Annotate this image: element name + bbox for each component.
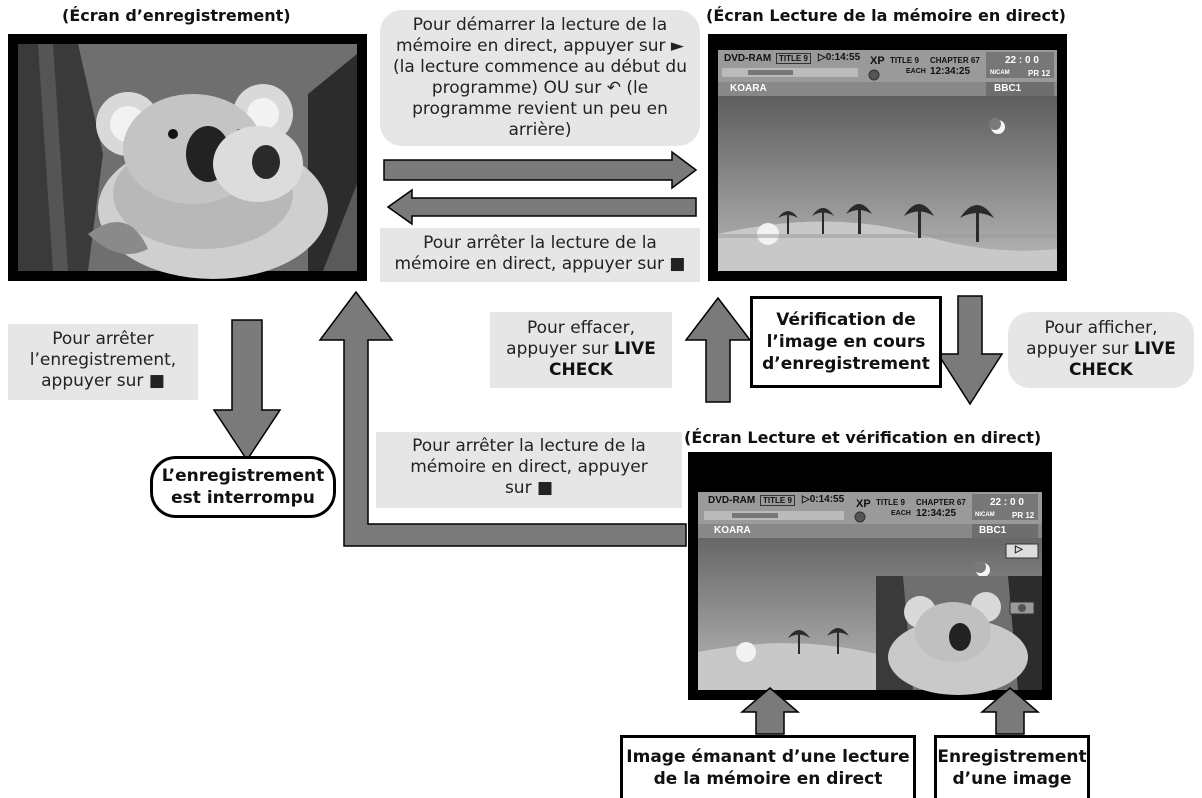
note-text: appuyer sur [1026, 339, 1134, 359]
osd-clock: 12:34:25 [930, 66, 971, 77]
note-line: Pour afficher, [1044, 318, 1158, 338]
note-line: mémoire en direct, appuyer sur ■ [394, 254, 686, 274]
note-line: mémoire en direct, appuyer [410, 457, 648, 477]
live-memory-screen: DVD-RAM TITLE 9 ▷0:14:55 XP TITLE 9 CHAP… [708, 34, 1067, 281]
osd-mode: XP [856, 498, 871, 510]
note-line: Pour arrêter [52, 329, 154, 349]
note-line: CHECK [1008, 360, 1194, 381]
osd-disc: DVD-RAM [724, 53, 772, 64]
note-stop-playback-top: Pour arrêter la lecture de la mémoire en… [380, 228, 700, 282]
osd-time: ▷0:14:55 [802, 494, 845, 505]
box-line: est interrompu [171, 488, 315, 508]
recording-interrupted-box: L’enregistrement est interrompu [150, 456, 336, 518]
osd-title-left: TITLE 9 [760, 495, 795, 506]
box-line: L’enregistrement [161, 466, 325, 486]
osd-title-right: TITLE 9 [876, 498, 905, 507]
recorded-image-box: Enregistrement d’une image [934, 735, 1090, 798]
note-line: Pour démarrer la lecture de la [412, 15, 668, 35]
arrow-left-stop [386, 188, 697, 226]
note-line: Pour arrêter la lecture de la [423, 233, 657, 253]
osd-clock: 12:34:25 [916, 508, 957, 519]
osd-mode: XP [870, 55, 885, 67]
note-line: programme revient un peu en [412, 99, 668, 119]
note-key: CHECK [1069, 360, 1133, 380]
osd-title-right: TITLE 9 [890, 56, 919, 65]
box-line: Image émanant d’une lecture [626, 747, 910, 767]
osd-each: EACH [891, 510, 911, 517]
verification-box: Vérification de l’image en cours d’enreg… [750, 296, 942, 388]
osd-pr: PR 12 [1012, 511, 1035, 520]
arrow-up-clear [684, 296, 752, 403]
arrow-down-stop-recording [212, 319, 282, 462]
osd-channel: BBC1 [994, 83, 1022, 94]
osd-each: EACH [906, 68, 926, 75]
osd-chapter: CHAPTER 67 [930, 56, 980, 65]
note-line: appuyer sur ■ [41, 371, 165, 391]
box-line: d’une image [952, 769, 1072, 789]
note-text: appuyer sur [506, 339, 614, 359]
box-line: Enregistrement [937, 747, 1087, 767]
osd-nicam: NICAM [990, 70, 1010, 76]
note-line: CHECK [490, 360, 672, 381]
osd-time: ▷0:14:55 [818, 52, 861, 63]
note-key: LIVE [613, 339, 656, 359]
recording-screen [8, 34, 367, 281]
note-stop-playback-bottom: Pour arrêter la lecture de la mémoire en… [376, 432, 682, 508]
osd-program: KOARA [730, 83, 767, 94]
arrow-down-show [936, 295, 1004, 406]
play-icon: ▷ [1015, 544, 1023, 555]
note-clear-live-check: Pour effacer, appuyer sur LIVE CHECK [490, 312, 672, 388]
live-check-screen-title: (Écran Lecture et vérification en direct… [684, 428, 1042, 447]
note-line: Pour effacer, [526, 318, 635, 338]
note-line: l’enregistrement, [29, 350, 177, 370]
live-memory-screen-title: (Écran Lecture de la mémoire en direct) [706, 6, 1066, 25]
live-image-box: Image émanant d’une lecture de la mémoir… [620, 735, 916, 798]
osd-hour: 22 : 0 0 [1005, 55, 1039, 66]
osd-hour: 22 : 0 0 [990, 497, 1024, 508]
note-line: (la lecture commence au début du [393, 57, 687, 77]
note-line: sur ■ [504, 478, 554, 498]
note-line: programme) OU sur ↶ (le [431, 78, 649, 98]
note-line: Pour arrêter la lecture de la [412, 436, 646, 456]
osd-nicam: NICAM [975, 512, 995, 518]
note-show-live-check: Pour afficher, appuyer sur LIVE CHECK [1008, 312, 1194, 388]
note-start-playback: Pour démarrer la lecture de la mémoire e… [380, 10, 700, 146]
box-line: de la mémoire en direct [653, 769, 883, 789]
osd-chapter: CHAPTER 67 [916, 498, 966, 507]
osd-channel: BBC1 [979, 525, 1007, 536]
osd-pr: PR 12 [1028, 69, 1051, 78]
osd-disc: DVD-RAM [708, 495, 756, 506]
box-line: l’image en cours [766, 332, 926, 352]
note-stop-recording: Pour arrêter l’enregistrement, appuyer s… [8, 324, 198, 400]
koala-photo [18, 44, 357, 279]
note-key: CHECK [549, 360, 613, 380]
box-line: Vérification de [776, 310, 916, 330]
note-line: mémoire en direct, appuyer sur ► [395, 36, 684, 56]
note-line: appuyer sur LIVE [490, 339, 672, 360]
arrow-right-start [383, 150, 698, 190]
osd-program: KOARA [714, 525, 751, 536]
osd-title-left: TITLE 9 [776, 53, 811, 64]
recording-screen-title: (Écran d’enregistrement) [62, 6, 291, 25]
note-line: arrière) [508, 120, 572, 140]
box-line: d’enregistrement [762, 354, 930, 374]
note-line: appuyer sur LIVE [1008, 339, 1194, 360]
live-check-screen: DVD-RAM TITLE 9 ▷0:14:55 XP TITLE 9 CHAP… [688, 452, 1052, 700]
beach-scene [718, 50, 1057, 271]
beach-scene-with-inset [698, 492, 1042, 695]
note-key: LIVE [1133, 339, 1176, 359]
